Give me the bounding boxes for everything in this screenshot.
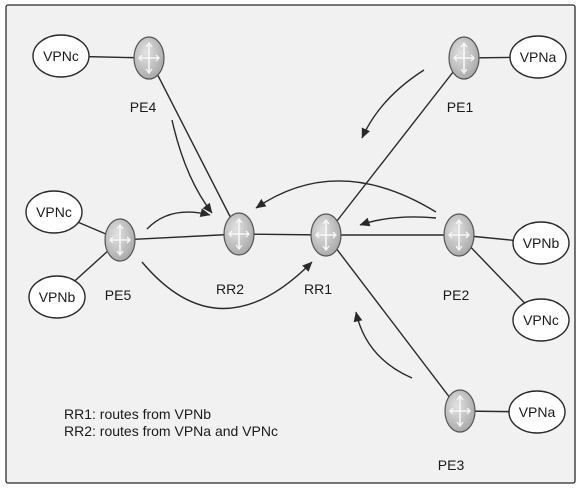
diagram-background [5,4,576,484]
vpn-site-label: VPNc [43,48,79,64]
router-label: PE3 [438,457,465,473]
advertisement-arrow-pe3-to-rr1 [353,311,413,379]
vpn-site-circle [508,390,566,434]
vpn-site-label: VPNa [519,404,556,420]
router-rr1: RR1 [304,213,342,297]
router-pe5: PE5 [104,218,136,303]
vpn-site-circle [512,298,570,342]
router-rr2: RR2 [216,212,255,297]
router-label: RR2 [216,281,244,297]
router-pe1: PE1 [447,36,480,115]
router-icon [444,389,476,433]
router-label: PE2 [443,287,470,303]
vpn-site-vpn_pe1: VPNa [509,35,567,79]
vpn-site-label: VPNb [523,235,560,251]
advertisement-arrow-pe1-to-rr1 [361,69,425,139]
router-icon [448,36,480,80]
link-rr1-pe1 [325,57,465,236]
advertisement-arrows-layer [141,69,437,379]
link-pe4-rr2 [148,57,240,235]
router-pe3: PE3 [438,389,476,473]
router-icon [104,218,136,262]
advertisement-arrow-pe2-to-rr2 [255,180,437,213]
advertisement-arrow-pe2-to-rr1 [359,216,437,227]
router-pe2: PE2 [443,213,475,303]
vpn-site-circle [25,190,83,234]
vpn-site-label: VPNa [520,49,557,65]
vpn-site-label: VPNc [523,312,559,328]
vpn-site-vpn_pe5_bottom: VPNb [28,275,86,319]
link-pe5-rr2 [119,233,240,241]
legend-line-rr1: RR1: routes from VPNb [64,406,211,422]
legend: RR1: routes from VPNb RR2: routes from V… [64,406,278,439]
router-icon [310,213,342,257]
vpn-site-vpn_pe3: VPNa [508,390,566,434]
router-icon [133,36,165,80]
router-pe4: PE4 [130,36,165,115]
vpn-site-circle [32,34,90,78]
link-rr1-pe3 [325,234,461,412]
router-label: PE5 [105,287,132,303]
router-icon [223,212,255,256]
vpn-site-vpn_pe2_right: VPNb [512,221,570,265]
router-icon [443,213,475,257]
vpn-site-label: VPNc [36,204,72,220]
vpn-site-circle [512,221,570,265]
vpn-site-label: VPNb [39,289,76,305]
advertisement-arrow-pe4-to-rr2 [171,119,213,214]
legend-line-rr2: RR2: routes from VPNa and VPNc [64,423,278,439]
router-label: PE4 [130,99,157,115]
advertisement-arrow-pe5-to-rr2 [146,208,211,230]
advertisement-arrow-pe5-to-rr1 [141,261,313,309]
vpn-site-vpn_pe4: VPNc [32,34,90,78]
router-label: PE1 [447,99,474,115]
vpn-site-circle [28,275,86,319]
vpn-site-vpn_pe5_top: VPNc [25,190,83,234]
vpn-site-vpn_pe2_bottom: VPNc [512,298,570,342]
router-label: RR1 [304,281,332,297]
vpn-site-circle [509,35,567,79]
